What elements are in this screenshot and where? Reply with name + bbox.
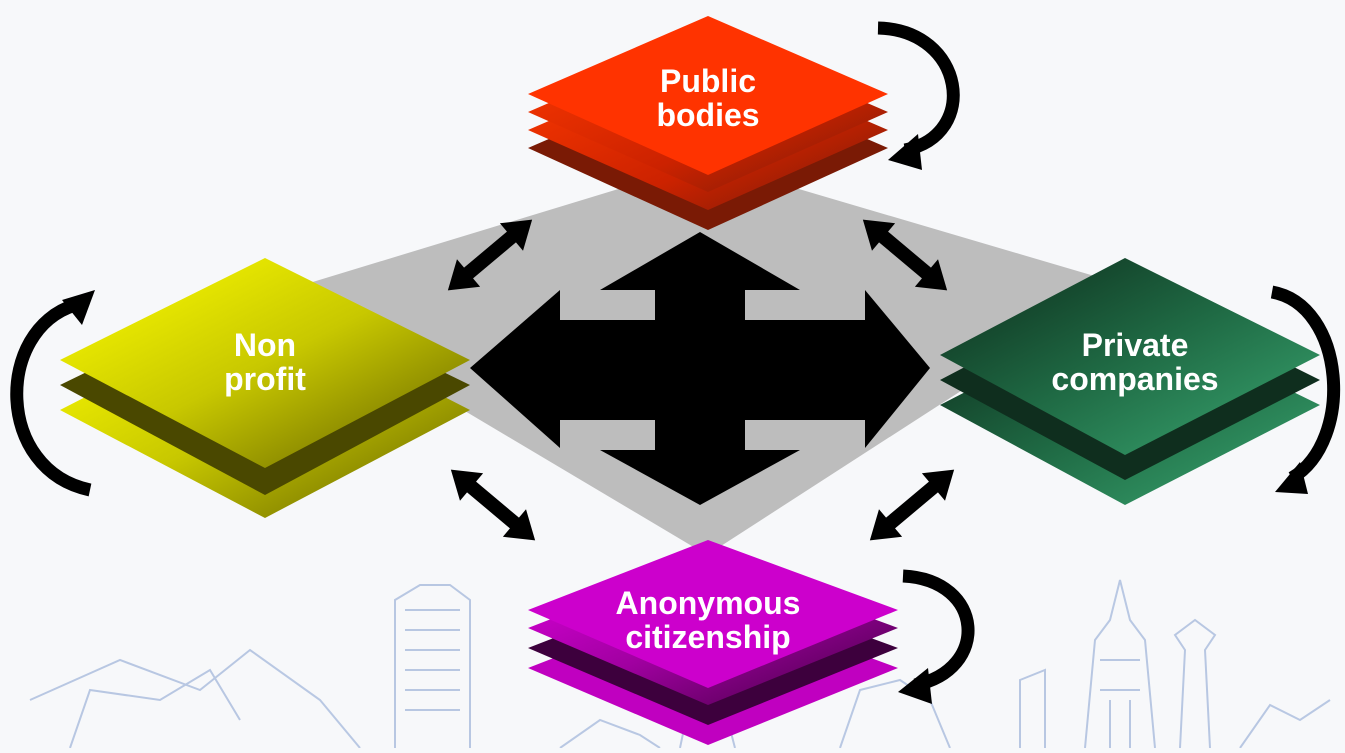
public-bodies-label: Public bodies [628, 64, 788, 132]
public-bodies-line2: bodies [656, 97, 760, 133]
node-private-companies [940, 258, 1320, 505]
double-headed-arrow-icon [450, 469, 536, 541]
curved-loop-arrow-icon [10, 290, 95, 497]
node-anonymous-citizenship [528, 540, 898, 745]
double-headed-arrow-icon [869, 469, 955, 541]
node-public-bodies [528, 16, 888, 230]
private-companies-line1: Private [1081, 327, 1189, 363]
anonymous-citizenship-line1: Anonymous [615, 585, 801, 621]
non-profit-label: Non profit [185, 328, 345, 396]
curved-loop-arrow-icon [1270, 285, 1340, 494]
node-non-profit [60, 258, 470, 518]
diagonal-double-arrows [447, 219, 955, 541]
four-way-arrow-icon [470, 232, 930, 505]
private-companies-line2: companies [1051, 361, 1219, 397]
anonymous-citizenship-line2: citizenship [625, 619, 791, 655]
curved-loop-arrow-icon [877, 21, 960, 170]
non-profit-line1: Non [233, 327, 297, 363]
double-headed-arrow-icon [862, 219, 948, 291]
non-profit-line2: profit [224, 361, 306, 397]
double-headed-arrow-icon [447, 219, 533, 291]
anonymous-citizenship-label: Anonymous citizenship [598, 586, 818, 654]
private-companies-label: Private companies [1035, 328, 1235, 396]
public-bodies-line1: Public [659, 63, 756, 99]
curved-loop-arrow-icon [898, 569, 975, 704]
